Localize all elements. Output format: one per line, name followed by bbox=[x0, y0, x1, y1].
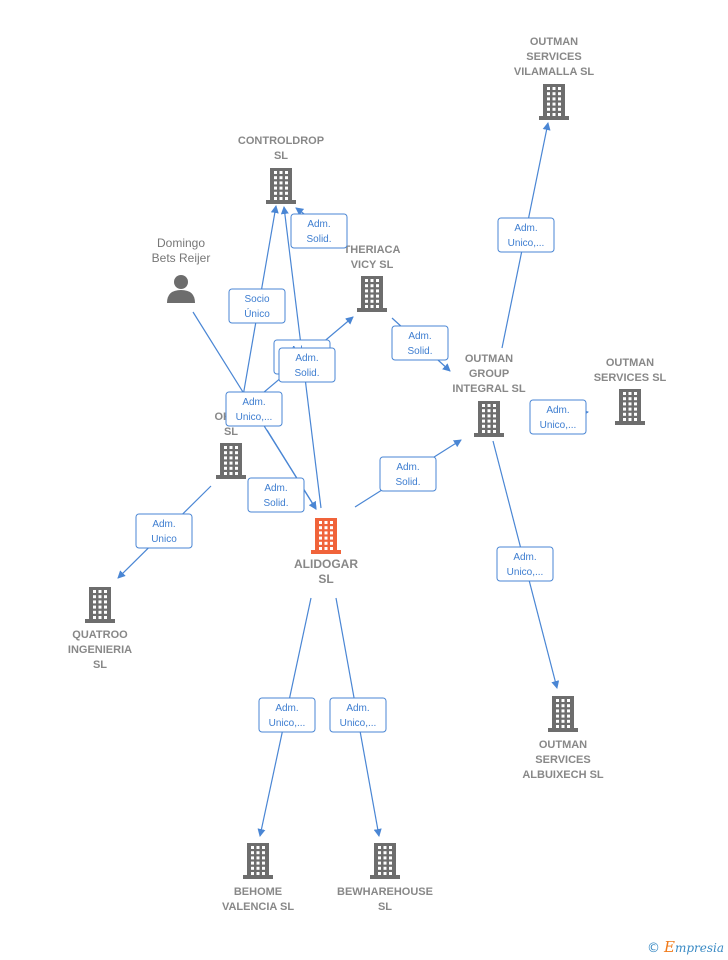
edge-label-e11[interactable]: Adm. Unico,... bbox=[529, 399, 587, 435]
edge-label-e5[interactable]: Adm. Solid. bbox=[278, 347, 336, 383]
edge-label-line: Adm. bbox=[152, 519, 175, 530]
edge-label-line: Adm. bbox=[295, 353, 318, 364]
person-icon[interactable] bbox=[167, 275, 195, 303]
node-label-line: SL bbox=[378, 901, 392, 913]
empresia-watermark: ©Empresia bbox=[647, 938, 724, 956]
node-label-line: INGENIERIA bbox=[68, 644, 132, 656]
node-label-line: SL bbox=[93, 659, 107, 671]
edge-label-e10[interactable]: Adm. Unico,... bbox=[497, 217, 555, 253]
building-icon[interactable] bbox=[243, 843, 273, 879]
building-icon[interactable] bbox=[85, 587, 115, 623]
node-outman_albuixech[interactable]: OUTMAN SERVICES ALBUIXECH SL bbox=[522, 696, 604, 781]
edge-label-line: Unico,... bbox=[269, 718, 306, 729]
node-label-line: VICY SL bbox=[351, 259, 394, 271]
node-label-line: OUTMAN bbox=[465, 353, 513, 365]
node-label-line: Bets Reijer bbox=[152, 251, 211, 265]
building-icon[interactable] bbox=[474, 401, 504, 437]
node-label-line: INTEGRAL SL bbox=[452, 383, 525, 395]
node-label-line: ALIDOGAR bbox=[294, 557, 358, 571]
edge-label-e4[interactable]: Adm. Solid. bbox=[290, 213, 348, 249]
building-icon[interactable] bbox=[548, 696, 578, 732]
building-icon[interactable] bbox=[266, 168, 296, 204]
edge-label-e1[interactable]: Adm. Solid. bbox=[247, 477, 305, 513]
node-label-line: BEHOME bbox=[234, 886, 282, 898]
edge-label-line: Adm. bbox=[546, 405, 569, 416]
edge-label-e14[interactable]: Adm. Unico,... bbox=[329, 697, 387, 733]
edge-label-line: Unico,... bbox=[508, 238, 545, 249]
brand-rest: mpresia bbox=[674, 941, 724, 955]
edge-label-line: Socio bbox=[244, 294, 269, 305]
node-controldrop[interactable]: CONTROLDROP SL bbox=[238, 135, 324, 204]
node-label-line: THERIACA bbox=[344, 244, 401, 256]
node-quatroo[interactable]: QUATROO INGENIERIA SL bbox=[68, 587, 132, 671]
building-icon[interactable] bbox=[311, 518, 341, 554]
node-label-line: OUTMAN bbox=[530, 36, 578, 48]
copyright-icon: © bbox=[646, 941, 660, 956]
edge-label-e7[interactable]: Adm. Solid. bbox=[379, 456, 437, 492]
edge-label-line: Único bbox=[244, 307, 270, 320]
edge-label-line: Adm. bbox=[513, 552, 536, 563]
edge-label-line: Adm. bbox=[264, 483, 287, 494]
edge-label-e13[interactable]: Adm. Unico,... bbox=[258, 697, 316, 733]
node-label-line: CONTROLDROP bbox=[238, 135, 324, 147]
edge-label-line: Adm. bbox=[242, 397, 265, 408]
edge-label-line: Adm. bbox=[275, 703, 298, 714]
edge-label-line: Unico,... bbox=[236, 412, 273, 423]
node-label-line: VALENCIA SL bbox=[222, 901, 294, 913]
building-icon[interactable] bbox=[539, 84, 569, 120]
edge-label-line: Solid. bbox=[395, 477, 420, 488]
node-label-line: VILAMALLA SL bbox=[514, 66, 595, 78]
edge-label-e9[interactable]: Adm. Unico,... bbox=[225, 391, 283, 427]
edge-label-line: Adm. bbox=[408, 331, 431, 342]
edge-label-line: Solid. bbox=[306, 234, 331, 245]
edge-label-line: Solid. bbox=[407, 346, 432, 357]
node-outman_services[interactable]: OUTMAN SERVICES SL bbox=[594, 357, 667, 425]
edge-okoa-to-alidogar bbox=[266, 429, 317, 510]
node-label-line: SL bbox=[318, 572, 333, 586]
node-label-line: SERVICES bbox=[526, 51, 581, 63]
edge-label-line: Unico,... bbox=[507, 567, 544, 578]
node-bewharehouse[interactable]: BEWHAREHOUSE SL bbox=[337, 843, 433, 913]
node-label-line: QUATROO bbox=[72, 629, 128, 641]
node-outman_vilamalla[interactable]: OUTMAN SERVICES VILAMALLA SL bbox=[514, 36, 595, 120]
node-label-line: SL bbox=[224, 426, 238, 438]
node-label-line: Domingo bbox=[157, 236, 205, 250]
edge-label-e8[interactable]: Adm. Unico bbox=[135, 513, 193, 549]
building-icon[interactable] bbox=[357, 276, 387, 312]
edge-label-line: Unico,... bbox=[340, 718, 377, 729]
node-label-line: OUTMAN bbox=[539, 739, 587, 751]
edge-labels-layer: Adm.Solid.SocioÚnicoAdm.Solid.Adm.Solid.… bbox=[135, 213, 587, 733]
node-label-line: OUTMAN bbox=[606, 357, 654, 369]
building-icon[interactable] bbox=[370, 843, 400, 879]
edge-label-line: Unico,... bbox=[540, 420, 577, 431]
edge-label-e12[interactable]: Adm. Unico,... bbox=[496, 546, 554, 582]
node-behome[interactable]: BEHOME VALENCIA SL bbox=[222, 843, 294, 913]
node-label-line: GROUP bbox=[469, 368, 509, 380]
edge-label-line: Solid. bbox=[263, 498, 288, 509]
edge-label-line: Unico bbox=[151, 534, 177, 545]
building-icon[interactable] bbox=[216, 443, 246, 479]
edge-label-line: Adm. bbox=[396, 462, 419, 473]
node-outman_group[interactable]: OUTMAN GROUP INTEGRAL SL bbox=[452, 353, 526, 437]
building-icon[interactable] bbox=[615, 389, 645, 425]
edge-label-line: Adm. bbox=[346, 703, 369, 714]
edge-label-e6[interactable]: Adm. Solid. bbox=[391, 325, 449, 361]
edge-label-line: Solid. bbox=[294, 368, 319, 379]
node-label-line: SERVICES SL bbox=[594, 372, 667, 384]
edge-label-line: Adm. bbox=[514, 223, 537, 234]
node-label-line: ALBUIXECH SL bbox=[522, 769, 604, 781]
node-label-line: SL bbox=[274, 150, 288, 162]
node-label-line: BEWHAREHOUSE bbox=[337, 886, 433, 898]
brand-e: E bbox=[663, 938, 675, 956]
node-theriaca[interactable]: THERIACA VICY SL bbox=[344, 244, 401, 312]
edge-label-line: Adm. bbox=[307, 219, 330, 230]
node-label-line: SERVICES bbox=[535, 754, 590, 766]
